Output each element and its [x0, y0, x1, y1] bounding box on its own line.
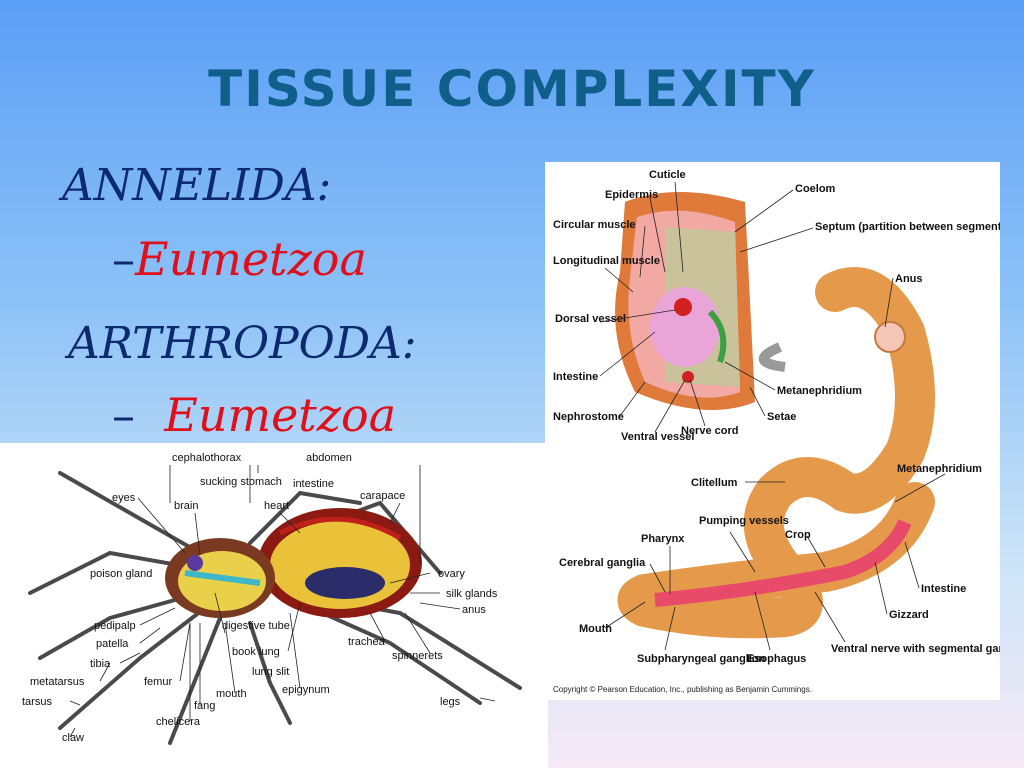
label-mouth: Mouth [579, 623, 612, 635]
earthworm-dorsal-vessel [674, 298, 692, 316]
label-epidermis: Epidermis [605, 189, 658, 201]
label-sucking-stomach-text: sucking stomach [200, 476, 282, 488]
earthworm-anus-section [874, 321, 906, 353]
earthworm-pointer-arrow [758, 342, 786, 372]
label-heart: heart [264, 500, 289, 512]
spider-illustration: cephalothorax abdomen sucking stomach in… [22, 452, 522, 745]
label-metanephridium-body: Metanephridium [897, 463, 982, 475]
label-anus: anus [462, 604, 486, 616]
label-metanephridium-section: Metanephridium [777, 385, 862, 397]
bullet-dash: – [112, 388, 135, 442]
label-abdomen: abdomen [306, 452, 352, 464]
earthworm-ventral-vessel [682, 371, 694, 383]
label-nephrostome: Nephrostome [553, 411, 624, 423]
slide-title: TISSUE COMPLEXITY [208, 60, 816, 118]
label-pumping-vessels: Pumping vessels [699, 515, 789, 527]
label-longitudinal-muscle: Longitudinal muscle [553, 255, 660, 267]
label-subpharyngeal-ganglion: Subpharyngeal ganglion [637, 653, 766, 665]
label-intestine-section: Intestine [553, 371, 598, 383]
label-lung-slit: lung slit [252, 666, 289, 678]
label-coelom: Coelom [795, 183, 836, 195]
earthworm-intestine-section [650, 287, 720, 367]
earthworm-illustration: Cuticle Epidermis Coelom Circular muscle… [553, 169, 1000, 694]
label-ventral-nerve: Ventral nerve with segmental ganglia [831, 643, 1000, 655]
label-mouth: mouth [216, 688, 247, 700]
label-tarsus: tarsus [22, 696, 52, 708]
label-eyes: eyes [112, 492, 136, 504]
label-clitellum: Clitellum [691, 477, 738, 489]
earthworm-anatomy-diagram: Cuticle Epidermis Coelom Circular muscle… [545, 162, 1000, 700]
label-silk-glands: silk glands [446, 588, 498, 600]
label-digestive-tube: digestive tube [222, 620, 290, 632]
label-fang: fang [194, 700, 215, 712]
earthworm-metanephridium-section [707, 309, 727, 363]
label-nerve-cord: Nerve cord [681, 425, 738, 437]
arthropoda-clade: – Eumetzoa [112, 388, 396, 442]
label-trachea: trachea [348, 636, 386, 648]
label-chelicera: chelicera [156, 716, 201, 728]
label-cerebral-ganglia: Cerebral ganglia [559, 557, 646, 569]
earthworm-leader-lines [599, 181, 946, 651]
label-tibia: tibia [90, 658, 111, 670]
spider-anatomy-diagram: cephalothorax abdomen sucking stomach in… [0, 443, 548, 768]
label-claw: claw [62, 732, 84, 744]
label-intestine-body: Intestine [921, 583, 966, 595]
label-septum: Septum (partition between segments) [815, 221, 1000, 233]
label-anus: Anus [895, 273, 923, 285]
label-metatarsus: metatarsus [30, 676, 85, 688]
spider-heart [278, 516, 402, 541]
spider-brain [187, 555, 203, 571]
label-esophagus: Esophagus [747, 653, 806, 665]
label-ovary: ovary [438, 568, 465, 580]
copyright-notice: Copyright © Pearson Education, Inc., pub… [553, 685, 812, 694]
label-dorsal-vessel: Dorsal vessel [555, 313, 626, 325]
spider-leader-lines [69, 497, 496, 738]
label-circular-muscle: Circular muscle [553, 219, 636, 231]
spider-digestive-tube [184, 570, 261, 586]
label-cuticle: Cuticle [649, 169, 686, 181]
arthropoda-clade-text: Eumetzoa [164, 388, 397, 442]
label-book-lung: book lung [232, 646, 280, 658]
bullet-dash: – [112, 232, 135, 286]
spider-ovary-eggs [305, 567, 385, 599]
label-cephalothorax: cephalothorax [172, 452, 242, 464]
label-pharynx: Pharynx [641, 533, 685, 545]
label-femur: femur [144, 676, 172, 688]
label-legs: legs [440, 696, 461, 708]
label-sucking-stomach: sucking stomach [200, 476, 282, 488]
label-pedipalp: pedipalp [94, 620, 136, 632]
annelida-clade-text: Eumetzoa [135, 232, 367, 286]
label-brain: brain [174, 500, 198, 512]
arthropoda-label: ARTHROPODA: [68, 318, 417, 369]
label-ventral-vessel: Ventral vessel [621, 431, 694, 443]
label-gizzard: Gizzard [889, 609, 929, 621]
label-carapace: carapace [360, 490, 405, 502]
label-patella: patella [96, 638, 129, 650]
earthworm-digestive-tract [654, 519, 912, 607]
label-intestine: intestine [293, 478, 334, 490]
label-poison-gland: poison gland [90, 568, 152, 580]
label-spinnerets: spinnerets [392, 650, 443, 662]
annelida-clade: –Eumetzoa [112, 232, 367, 286]
label-setae: Setae [767, 411, 796, 423]
label-epigynum: epigynum [282, 684, 330, 696]
annelida-label: ANNELIDA: [62, 160, 332, 211]
label-crop: Crop [785, 529, 811, 541]
